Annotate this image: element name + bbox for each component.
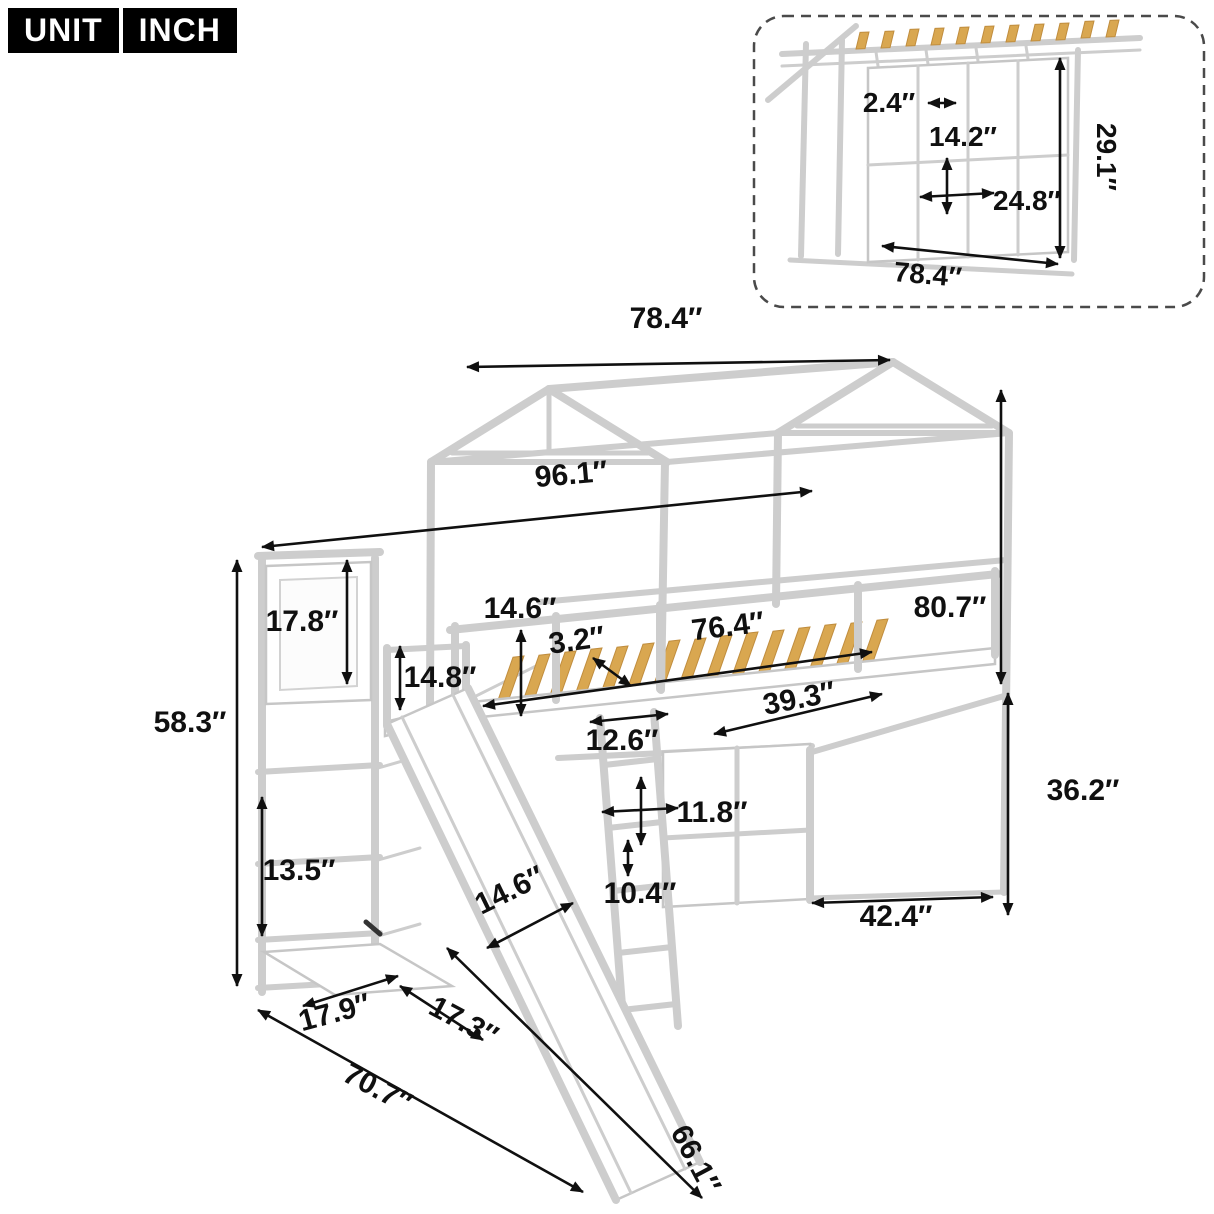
dim-inset-storage-height: 29.1″ [1054, 57, 1122, 259]
inset-detail: 2.4″ 14.2″ 24.8″ 29.1″ 78.4″ [752, 14, 1206, 309]
inch-label: INCH [122, 8, 237, 54]
dim-inset-pocket-width: 24.8″ [919, 185, 1061, 216]
unit-label: UNIT [8, 8, 119, 54]
dim-underbed-clearance-label: 36.2″ [1047, 774, 1120, 807]
dim-total-height-label: 58.3″ [154, 706, 227, 739]
dim-inset-pocket-width-label: 24.8″ [993, 185, 1061, 216]
dim-overall-width-label: 96.1″ [533, 455, 608, 494]
dim-side-depth-label: 42.4″ [860, 900, 933, 933]
dim-overall-width: 96.1″ [261, 455, 813, 552]
dim-base-width: 17.3″ [399, 984, 504, 1053]
dim-underbed-clearance: 36.2″ [1002, 692, 1120, 916]
dim-shelf-gap-center: 10.4″ [604, 839, 677, 910]
house-roof-frame [427, 358, 1013, 466]
dim-entry-rail-height-label: 14.8″ [404, 661, 477, 694]
dim-headboard-height: 17.8″ [266, 559, 353, 685]
dim-ladder-width: 12.6″ [586, 709, 669, 757]
dim-frame-height: 80.7″ [914, 389, 1007, 685]
dim-base-depth-label: 17.9″ [295, 987, 374, 1038]
dim-top-width: 78.4″ [466, 302, 891, 373]
headboard-tower [254, 548, 457, 997]
inset-storage-organizer [866, 44, 1070, 264]
dim-shelf-gap-center-label: 10.4″ [604, 877, 677, 910]
dim-entry-rail-height: 14.8″ [394, 645, 477, 711]
dim-inset-pocket-height: 14.2″ [929, 121, 997, 215]
dim-shelf-gap-left: 13.5″ [256, 796, 336, 937]
dim-shelf-gap-left-label: 13.5″ [263, 854, 336, 887]
dim-inset-pocket-height-label: 14.2″ [929, 121, 997, 152]
inset-dimensions: 2.4″ 14.2″ 24.8″ 29.1″ 78.4″ [863, 57, 1122, 293]
dim-footprint-depth-label: 70.7″ [338, 1057, 418, 1120]
dimension-annotations: 78.4″ 96.1″ 17.8″ 58.3″ 14.8″ 14.6″ [154, 302, 1120, 1199]
dim-base-width-label: 17.3″ [424, 990, 504, 1053]
dim-total-height: 58.3″ [154, 559, 243, 987]
dim-inset-storage-width: 78.4″ [881, 241, 1059, 293]
dim-guardrail-height-label: 14.6″ [484, 592, 557, 625]
slide-bracket [363, 919, 383, 937]
dim-inset-slat-thickness: 2.4″ [863, 87, 957, 118]
dim-frame-height-label: 80.7″ [914, 591, 987, 624]
dim-headboard-height-label: 17.8″ [266, 605, 339, 638]
dim-cubby-size-label: 11.8″ [676, 796, 747, 829]
slide [383, 684, 704, 1204]
dim-inset-storage-height-label: 29.1″ [1091, 123, 1122, 191]
unit-badge: UNIT INCH [8, 8, 237, 54]
dim-cubby-size: 11.8″ [601, 776, 748, 846]
dim-top-width-label: 78.4″ [630, 302, 703, 335]
dim-ladder-width-label: 12.6″ [586, 724, 659, 757]
dim-inset-storage-width-label: 78.4″ [893, 256, 963, 293]
dim-inset-slat-thickness-label: 2.4″ [863, 87, 915, 118]
dim-side-depth: 42.4″ [811, 891, 994, 933]
